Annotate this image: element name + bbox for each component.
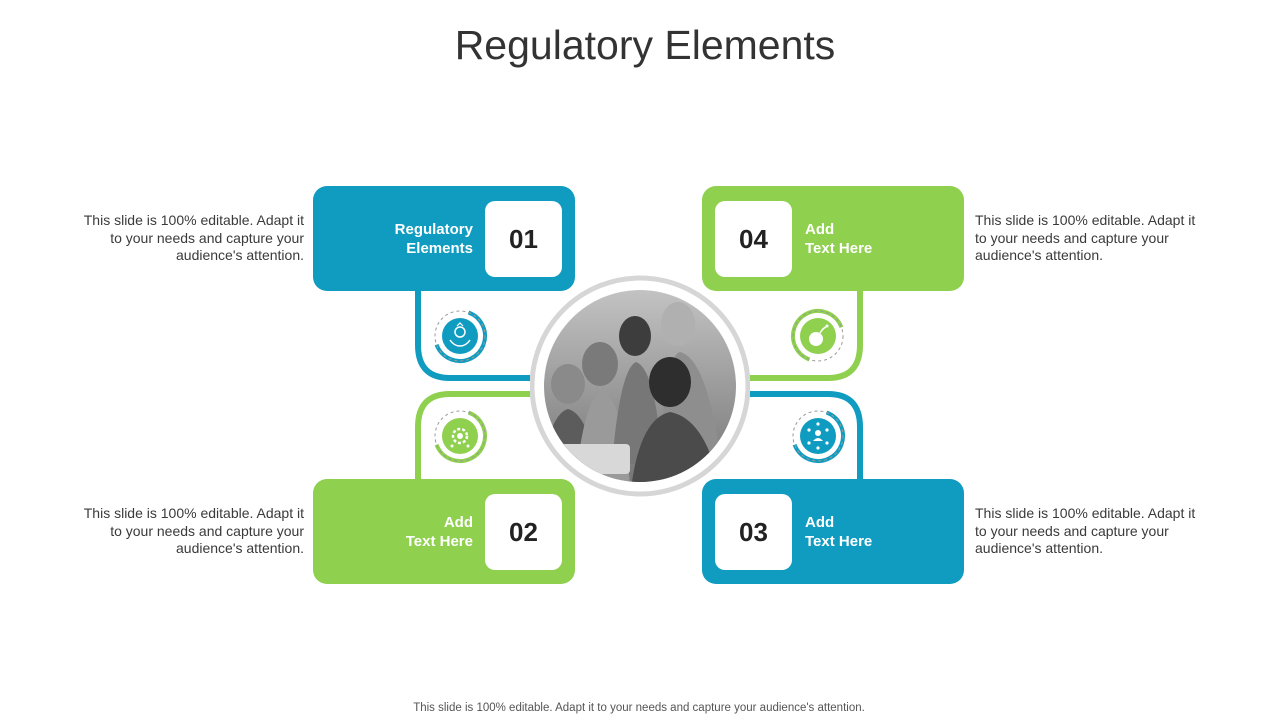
card-03-description: This slide is 100% editable. Adapt it to… xyxy=(975,505,1196,556)
network-people-icon xyxy=(790,408,846,464)
card-01-label: Regulatory Elements xyxy=(394,220,473,257)
card-04-description: This slide is 100% editable. Adapt it to… xyxy=(975,212,1196,263)
card-01-number: 01 xyxy=(485,201,562,277)
slide-title: Regulatory Elements xyxy=(454,22,836,68)
team-photo xyxy=(529,274,751,498)
card-03-label: Add Text Here xyxy=(805,513,873,550)
bomb-icon xyxy=(790,308,846,364)
card-02: Add Text Here 02 xyxy=(313,479,575,584)
card-01: Regulatory Elements 01 xyxy=(313,186,575,291)
card-01-description: This slide is 100% editable. Adapt it to… xyxy=(83,212,304,263)
card-03: 03 Add Text Here xyxy=(702,479,964,584)
card-02-description: This slide is 100% editable. Adapt it to… xyxy=(83,505,304,556)
gear-settings-icon xyxy=(432,408,488,464)
card-03-number: 03 xyxy=(715,494,792,570)
hands-lightbulb-icon xyxy=(432,308,488,364)
card-02-number: 02 xyxy=(485,494,562,570)
card-02-label: Add Text Here xyxy=(405,513,473,550)
footer-note: This slide is 100% editable. Adapt it to… xyxy=(413,702,865,714)
card-04-number: 04 xyxy=(715,201,792,277)
card-04: 04 Add Text Here xyxy=(702,186,964,291)
card-04-label: Add Text Here xyxy=(805,220,873,257)
